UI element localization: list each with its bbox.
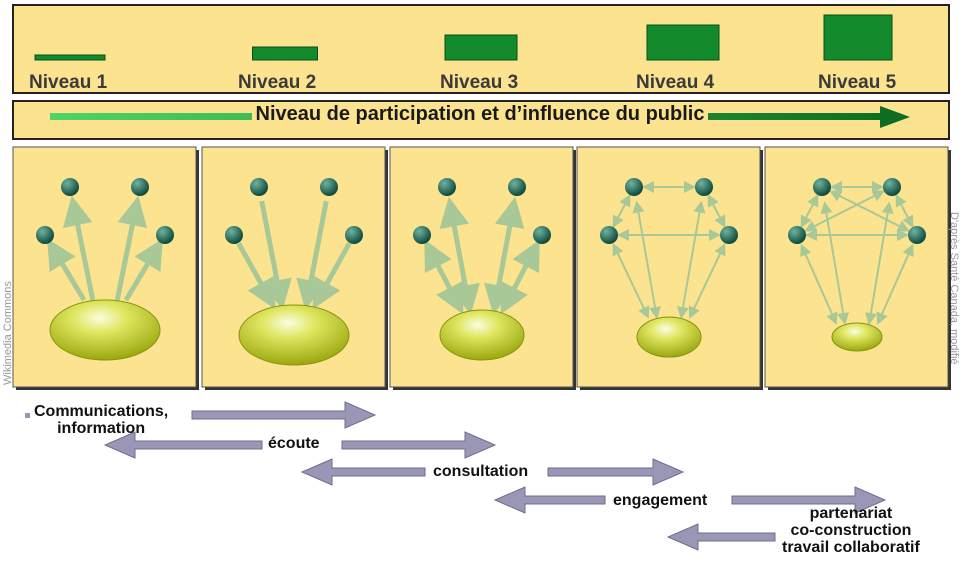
panel-2-arrow	[312, 242, 352, 310]
level-3-bar	[444, 34, 518, 61]
ecoute-left-arrow	[103, 431, 263, 459]
stage-consultation: consultation	[433, 463, 529, 480]
participation-arrow-head	[880, 106, 910, 128]
panel-3-arrow	[424, 239, 464, 315]
level-4-bar	[646, 24, 720, 61]
engagement-right-arrow	[731, 486, 887, 514]
panel-4-public-node	[600, 226, 618, 244]
panel-3-public-node	[413, 226, 431, 244]
panel-4-organization-blob	[636, 316, 702, 358]
panel-5-arrow	[800, 243, 838, 325]
panel-5-public-node	[813, 178, 831, 196]
level-5-label: Niveau 5	[818, 72, 897, 93]
panel-2-public-node	[250, 178, 268, 196]
panel-4-public-node	[695, 178, 713, 196]
panel-1-arrow	[123, 238, 163, 302]
consultation-left-arrow	[300, 458, 426, 486]
panel-3-public-node	[438, 178, 456, 196]
participation-axis-title: Niveau de participation et d’influence d…	[0, 103, 960, 126]
level-1-bar	[34, 54, 106, 61]
panel-3-public-node	[533, 226, 551, 244]
stage-ecoute: écoute	[268, 435, 320, 452]
panel-1-arrow	[47, 238, 87, 302]
partenariat-left-arrow	[666, 523, 776, 551]
panel-1-public-node	[156, 226, 174, 244]
panel-5-link-arrow	[804, 190, 885, 232]
panel-5-organization-blob	[831, 322, 883, 352]
level-4-label: Niveau 4	[636, 72, 715, 93]
panel-1-public-node	[61, 178, 79, 196]
panel-4-arrow	[612, 243, 650, 319]
level-2-bar	[252, 46, 318, 61]
panel-2-public-node	[345, 226, 363, 244]
consultation-right-arrow	[547, 458, 685, 486]
credit-wikimedia: Wikimedia Commons	[2, 281, 14, 385]
panel-4-public-node	[625, 178, 643, 196]
panel-2-organization-blob	[238, 304, 350, 366]
panel-5-public-node	[908, 226, 926, 244]
communications-right-arrow	[191, 401, 377, 429]
level-3-label: Niveau 3	[440, 72, 519, 93]
stage-engagement: engagement	[613, 492, 708, 509]
panel-2-arrow	[296, 200, 329, 310]
panel-1-organization-blob	[49, 299, 161, 361]
panel-2-arrow	[236, 242, 276, 310]
panel-1-arrow	[62, 195, 96, 301]
communications-arrow-tail	[25, 413, 30, 418]
panel-3-public-node	[508, 178, 526, 196]
panel-4-arrow	[688, 243, 726, 319]
ecoute-right-arrow	[341, 431, 497, 459]
level-2-label: Niveau 2	[238, 72, 317, 93]
panel-1-public-node	[131, 178, 149, 196]
stage-communications: Communications,information	[34, 403, 169, 437]
panel-4-public-node	[720, 226, 738, 244]
panel-2-arrow	[259, 200, 292, 310]
panel-2-public-node	[225, 226, 243, 244]
panel-4-link-arrow	[707, 194, 726, 228]
panel-5-arrow	[876, 243, 914, 325]
panel-4-link-arrow	[612, 194, 631, 228]
level-1-label: Niveau 1	[29, 72, 108, 93]
panel-3-organization-blob	[439, 309, 525, 361]
panel-1-public-node	[36, 226, 54, 244]
engagement-left-arrow	[493, 486, 606, 514]
panel-1-arrow	[114, 195, 148, 301]
panel-2-public-node	[320, 178, 338, 196]
level-5-bar	[823, 14, 893, 61]
credit-sante-canada: D'après Santé Canada, modifié	[948, 212, 960, 365]
panel-3-arrow	[500, 239, 540, 315]
panel-5-public-node	[788, 226, 806, 244]
panel-5-public-node	[883, 178, 901, 196]
